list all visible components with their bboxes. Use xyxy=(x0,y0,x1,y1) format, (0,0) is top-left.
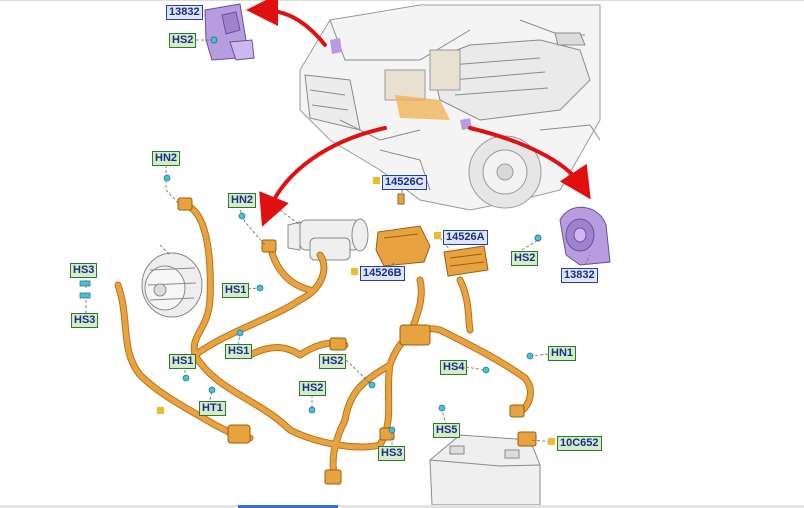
marker-10c652 xyxy=(548,438,555,445)
vehicle-highlights xyxy=(330,38,472,130)
marker-14526a xyxy=(434,232,441,239)
callout-arrows xyxy=(246,0,591,227)
bottom-scrollbar[interactable] xyxy=(0,505,804,508)
top-divider xyxy=(0,0,804,1)
label-10c652[interactable]: 10C652 xyxy=(557,436,602,451)
label-hs1-left[interactable]: HS1 xyxy=(169,354,197,369)
marker-14526c xyxy=(373,177,380,184)
label-hs2-top[interactable]: HS2 xyxy=(169,33,197,48)
label-13832-top[interactable]: 13832 xyxy=(166,5,203,20)
fastener-hs2-lower xyxy=(308,406,316,414)
label-hs3-lower[interactable]: HS3 xyxy=(71,313,99,328)
label-14526a[interactable]: 14526A xyxy=(443,230,488,245)
callout-arrow-starter xyxy=(259,126,387,227)
fastener-hs3-upper xyxy=(79,280,91,287)
fastener-hs1-left xyxy=(182,374,190,382)
label-hs1-center[interactable]: HS1 xyxy=(225,344,253,359)
label-hn2-mid[interactable]: HN2 xyxy=(228,193,257,208)
fastener-hn2-mid xyxy=(238,212,246,220)
label-14526c[interactable]: 14526C xyxy=(382,175,427,190)
fastener-hs2-top xyxy=(210,36,218,44)
fastener-hs2-center xyxy=(368,381,376,389)
callout-arrow-top xyxy=(246,0,327,47)
horn-right xyxy=(534,206,611,266)
marker-14526b xyxy=(351,268,358,275)
label-hs5[interactable]: HS5 xyxy=(433,423,461,438)
fastener-hs2-right xyxy=(534,234,542,242)
fastener-hs1-mid xyxy=(256,284,264,292)
connector-14526c xyxy=(397,193,405,205)
fastener-ht1 xyxy=(208,386,216,394)
starter-motor xyxy=(287,218,369,261)
fuse-box-14526a xyxy=(443,245,489,277)
label-13832-right[interactable]: 13832 xyxy=(561,268,598,283)
fastener-hs5 xyxy=(438,404,446,412)
label-hn2-left[interactable]: HN2 xyxy=(152,151,181,166)
label-hs2-center[interactable]: HS2 xyxy=(319,354,347,369)
label-hs3-upper[interactable]: HS3 xyxy=(70,263,98,278)
label-hn1[interactable]: HN1 xyxy=(548,346,577,361)
callout-arrow-horn xyxy=(468,126,591,200)
wiring-harness xyxy=(114,197,537,485)
scrollbar-thumb[interactable] xyxy=(238,505,338,508)
fastener-hs3-bottom xyxy=(388,426,396,434)
fastener-hs3-lower xyxy=(79,292,91,299)
fastener-hn2-left xyxy=(163,174,171,182)
vehicle-front xyxy=(299,4,601,211)
label-hs2-lower[interactable]: HS2 xyxy=(299,381,327,396)
label-hs4[interactable]: HS4 xyxy=(440,360,468,375)
label-hs3-bottom[interactable]: HS3 xyxy=(378,446,406,461)
label-14526b[interactable]: 14526B xyxy=(360,266,405,281)
fuse-box-14526b xyxy=(375,225,431,267)
label-hs1-mid[interactable]: HS1 xyxy=(222,283,250,298)
horn-top xyxy=(204,3,255,61)
fastener-hs4 xyxy=(482,366,490,374)
alternator xyxy=(141,252,203,318)
label-ht1[interactable]: HT1 xyxy=(199,401,226,416)
marker-harness-left xyxy=(157,407,164,414)
label-hs2-right[interactable]: HS2 xyxy=(511,251,539,266)
fasteners xyxy=(79,174,534,434)
fastener-hs1-center xyxy=(236,329,244,337)
fastener-hn1 xyxy=(526,352,534,360)
